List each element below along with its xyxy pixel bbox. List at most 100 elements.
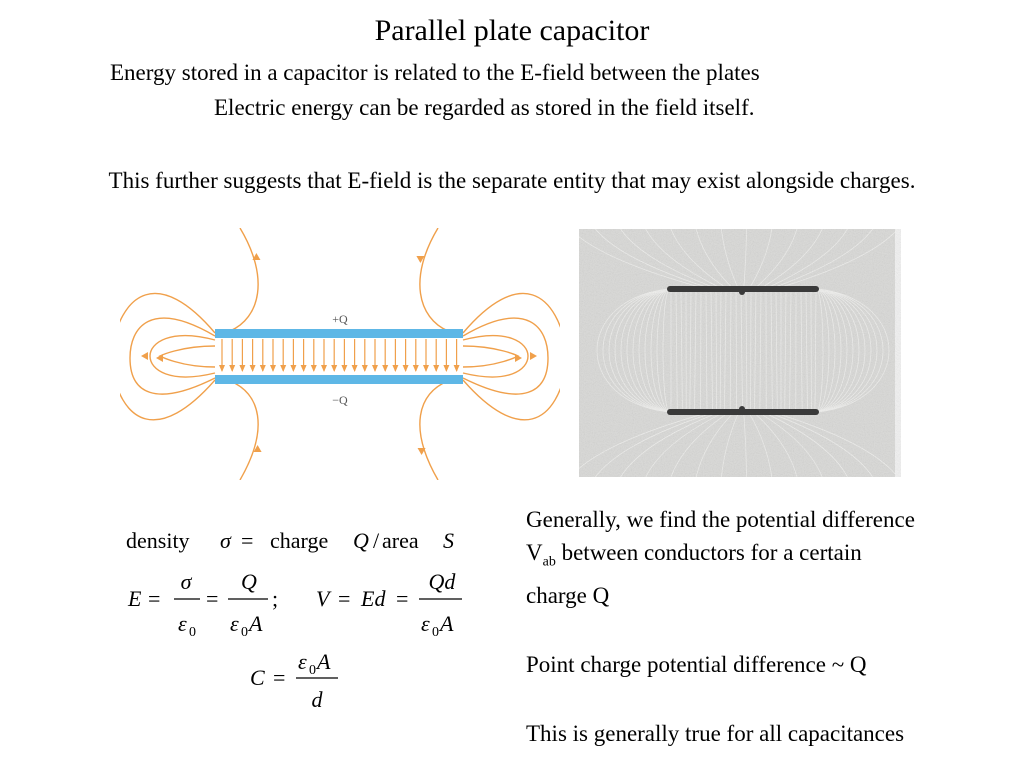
arrowhead-icon	[515, 354, 522, 362]
capacitor-field-diagram: +Q −Q	[120, 228, 560, 480]
paragraph-2: Point charge potential difference ~ Q	[526, 651, 867, 677]
p1-V: V	[526, 540, 543, 565]
frac2-zero: 0	[241, 625, 248, 640]
arrowhead-icon	[416, 256, 425, 263]
arrowhead-icon	[417, 448, 426, 455]
positive-plate	[215, 329, 463, 338]
arrowhead-icon	[141, 352, 148, 360]
field-line	[120, 292, 216, 421]
E-symbol: E	[127, 586, 142, 611]
field-line	[229, 228, 259, 332]
V-symbol: V	[316, 586, 332, 611]
slash: /	[373, 528, 380, 553]
photo-bottom-plate	[667, 409, 819, 415]
field-line	[462, 292, 560, 421]
paragraph-3: This is generally true for all capacitan…	[526, 720, 905, 746]
equals-sign: =	[338, 586, 350, 611]
negative-plate	[215, 375, 463, 384]
arrowhead-icon	[229, 365, 236, 372]
arrowhead-icon	[270, 365, 276, 372]
arrowhead-icon	[412, 365, 419, 372]
arrowhead-icon	[433, 365, 440, 372]
arrowhead-icon	[361, 365, 368, 372]
p1-subscript: ab	[542, 554, 556, 570]
arrowhead-icon	[402, 365, 409, 372]
density-word: density	[126, 528, 190, 553]
equals-sign: =	[241, 528, 253, 553]
field-line	[158, 345, 216, 368]
charge-word: charge	[270, 528, 328, 553]
arrowhead-icon	[300, 365, 307, 372]
field-line	[419, 228, 449, 332]
frac3-zero: 0	[432, 625, 439, 640]
equals-sign: =	[273, 665, 285, 690]
arrowhead-icon	[382, 365, 389, 372]
arrowhead-icon	[321, 365, 327, 372]
capacitor-equations: density σ = charge Q / area S E = σ ε 0 …	[126, 528, 462, 712]
field-lines	[120, 228, 560, 480]
intro-line-2: Electric energy can be regarded as store…	[214, 95, 755, 120]
arrowhead-icon	[219, 365, 225, 372]
area-word: area	[382, 528, 419, 553]
p1-line-a: Generally, we find the potential differe…	[526, 507, 915, 532]
arrowhead-icon	[290, 365, 297, 372]
arrowhead-icon	[392, 365, 399, 372]
arrowhead-icon	[530, 352, 537, 360]
right-explanation: Generally, we find the potential differe…	[526, 503, 1016, 750]
field-line	[149, 335, 216, 378]
frac1-zero: 0	[189, 625, 196, 640]
frac3-num: Qd	[429, 569, 457, 594]
field-line	[229, 380, 259, 480]
arrowhead-icon	[310, 365, 317, 372]
sigma-symbol: σ	[220, 528, 232, 553]
arrowhead-icon	[331, 365, 338, 372]
arrowhead-icon	[156, 354, 163, 362]
semicolon: ;	[272, 586, 278, 611]
intro-line-1: Energy stored in a capacitor is related …	[110, 60, 760, 85]
arrowhead-icon	[259, 365, 266, 372]
p1-line-c: charge Q	[526, 582, 610, 608]
paragraph-1: Generally, we find the potential differe…	[526, 503, 1016, 612]
plate-top-label: +Q	[332, 312, 348, 326]
equals-sign: =	[206, 586, 218, 611]
frac1-num: σ	[181, 569, 193, 594]
Ed-symbol: Ed	[360, 586, 386, 611]
frac3-A: A	[438, 611, 454, 636]
intro-line-3: This further suggests that E-field is th…	[108, 168, 916, 193]
frac2-A: A	[247, 611, 263, 636]
frac2-num: Q	[241, 569, 257, 594]
C-symbol: C	[250, 665, 265, 690]
arrowhead-icon	[453, 365, 460, 372]
slide-title: Parallel plate capacitor	[374, 14, 650, 47]
arrowhead-icon	[443, 365, 450, 372]
frac4-eps: ε	[298, 649, 307, 674]
frac4-den: d	[312, 687, 324, 712]
field-line	[419, 380, 449, 480]
inner-field-arrows	[219, 339, 460, 372]
field-line	[462, 317, 549, 395]
field-line	[129, 317, 216, 395]
arrowhead-icon	[249, 365, 256, 372]
frac4-A: A	[315, 649, 331, 674]
arrowhead-icon	[239, 365, 246, 372]
frac4-zero: 0	[309, 663, 316, 678]
equals-sign: =	[148, 586, 160, 611]
arrowhead-icon	[372, 365, 378, 372]
field-photo	[579, 229, 901, 477]
area-symbol: S	[443, 528, 454, 553]
equals-sign: =	[396, 586, 408, 611]
frac2-eps: ε	[230, 611, 239, 636]
field-line	[462, 345, 520, 368]
frac3-eps: ε	[421, 611, 430, 636]
arrowhead-icon	[341, 365, 348, 372]
p1-line-b: between conductors for a certain	[555, 540, 862, 565]
arrowhead-icon	[253, 445, 262, 452]
charge-symbol: Q	[353, 528, 369, 553]
frac1-eps: ε	[178, 611, 187, 636]
arrowhead-icon	[351, 365, 358, 372]
arrowhead-icon	[280, 365, 287, 372]
plate-bottom-label: −Q	[332, 393, 348, 407]
field-line	[462, 335, 529, 378]
photo-top-plate	[667, 286, 819, 292]
arrowhead-icon	[252, 253, 261, 260]
